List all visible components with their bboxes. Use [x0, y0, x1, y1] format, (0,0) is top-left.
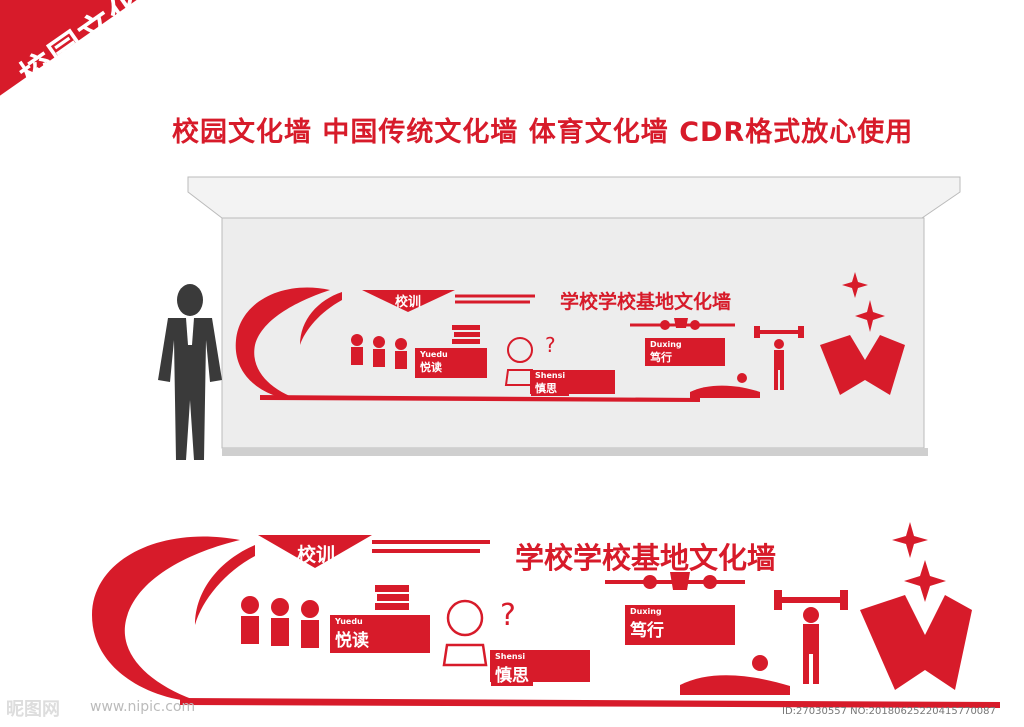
act-text: 笃行: [630, 621, 664, 641]
motto-banner: [258, 535, 372, 568]
motto-banner: [362, 290, 455, 312]
watermark-url: www.nipic.com: [90, 699, 196, 715]
ribbon-swirl-icon: [235, 287, 700, 402]
act-pinyin: Duxing: [630, 607, 662, 616]
star-icon: [892, 522, 946, 602]
think-tag-bottom: Shensi 慎思: [491, 652, 533, 686]
m-logo-icon: [860, 595, 972, 690]
ribbon-swirl-icon: [92, 536, 1000, 708]
watermark-brand: 昵图网: [6, 699, 60, 720]
motto-label-top: 校训: [395, 295, 422, 310]
boy-thinking-icon: [442, 599, 488, 667]
weightlifter-icon: [774, 590, 848, 684]
read-pinyin: Yuedu: [420, 350, 448, 359]
weightlifter-icon: [754, 326, 804, 390]
watermark-id: ID:27030557 NO:20180625220415770087: [782, 706, 996, 717]
act-text: 笃行: [650, 351, 672, 364]
headline: 校园文化墙 中国传统文化墙 体育文化墙 CDR格式放心使用: [172, 117, 914, 148]
swimmer-icon: [690, 373, 760, 398]
read-text: 悦读: [420, 361, 442, 374]
read-text: 悦读: [335, 631, 369, 651]
wall-cap: [187, 176, 961, 219]
question-mark-icon: ?: [500, 598, 516, 633]
motto-label-bottom: 校训: [297, 544, 336, 566]
think-text: 慎思: [535, 382, 557, 395]
read-tag-top: Yuedu 悦读: [416, 350, 452, 375]
books-icon: [375, 585, 409, 610]
man-silhouette-icon: [158, 284, 222, 460]
students-icon: [241, 596, 319, 648]
think-pinyin: Shensi: [495, 652, 526, 661]
swimmer-icon: [680, 655, 790, 695]
read-pinyin: Yuedu: [335, 617, 363, 626]
wall-title-bottom: 学校学校基地文化墙: [515, 541, 777, 575]
read-tag-bottom: Yuedu 悦读: [331, 617, 373, 651]
students-icon: [351, 334, 407, 369]
wall-body: [221, 217, 925, 449]
think-pinyin: Shensi: [535, 371, 566, 380]
m-logo-icon: [820, 335, 905, 395]
think-text: 慎思: [495, 666, 529, 686]
star-icon: [842, 272, 885, 332]
wall-title-top: 学校学校基地文化墙: [560, 291, 732, 313]
act-tag-bottom: Duxing 笃行: [626, 607, 668, 641]
trophy-icon: [670, 572, 690, 590]
books-icon: [452, 325, 480, 344]
act-pinyin: Duxing: [650, 340, 682, 349]
trophy-icon: [674, 318, 688, 328]
question-mark-icon: ?: [545, 333, 556, 357]
act-tag-top: Duxing 笃行: [646, 340, 686, 365]
think-tag-top: Shensi 慎思: [531, 371, 570, 396]
wall-base: [222, 448, 928, 456]
